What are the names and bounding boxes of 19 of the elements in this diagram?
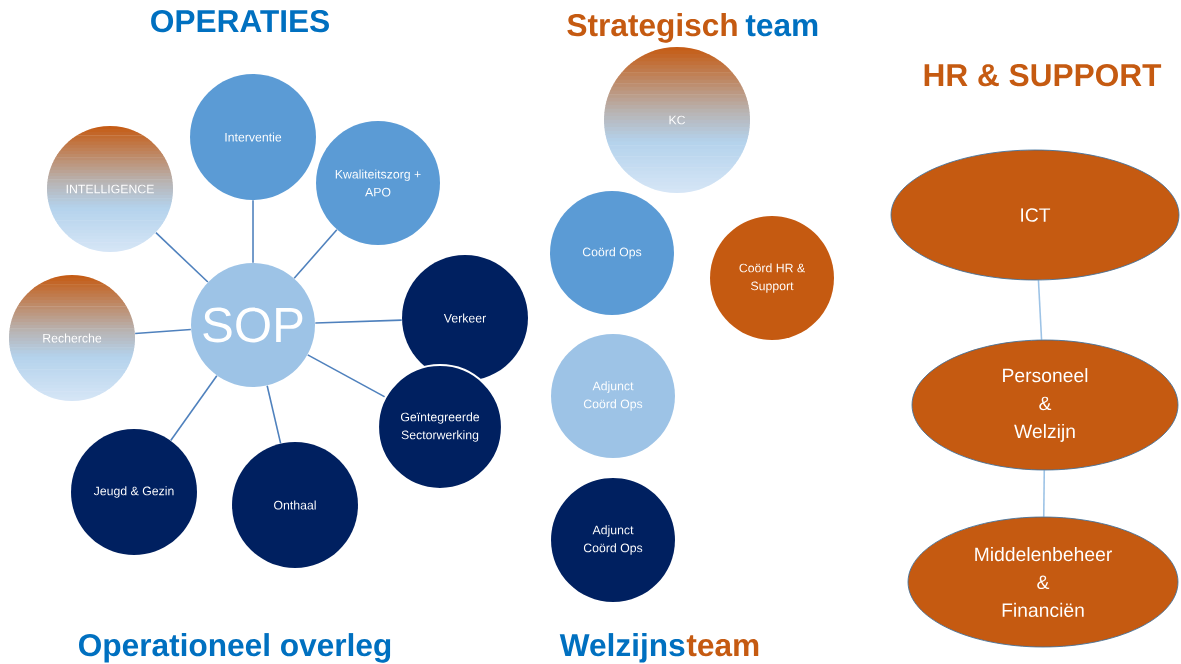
heading: team [686,635,759,657]
connector-line [1042,469,1046,518]
heading: Operationeel overleg [79,633,391,663]
connector-line [314,319,403,324]
heading: Welzijns [559,633,685,663]
node-label: Recherche [43,333,102,343]
node-label: INTELLIGENCE [66,184,154,194]
connector-line [134,328,192,335]
connector-line [155,231,209,283]
heading: OPERATIES [151,9,329,33]
connector-line [1037,279,1043,341]
connector-line [266,384,282,445]
connector-line [293,229,338,279]
connector-line [252,199,254,264]
connector-line [306,354,387,398]
heading: HR & SUPPORT [924,63,1162,87]
connector-line [169,374,218,442]
node-label: Verkeer [443,313,486,323]
heading: team [745,15,818,37]
